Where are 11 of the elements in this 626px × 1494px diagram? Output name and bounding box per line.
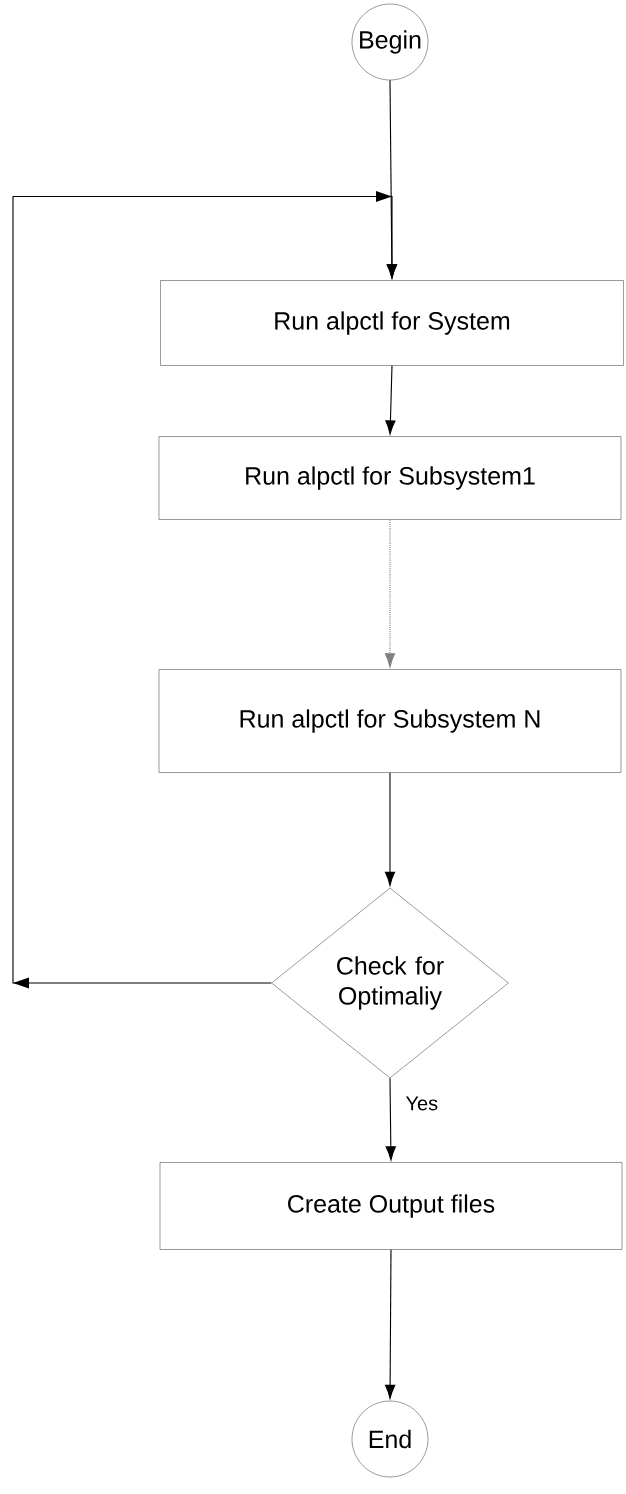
arrow: [384, 519, 396, 668]
process-box: Run alpctl for Subsystem1: [158, 436, 622, 520]
arrow: [385, 1077, 396, 1161]
arrow: [384, 1249, 396, 1399]
edge-label: Yes: [405, 1096, 438, 1111]
process-box: Run alpctl for Subsystem N: [158, 669, 622, 773]
process-box: Run alpctl for System: [160, 280, 624, 366]
loop-arrow: [12, 191, 398, 989]
process-box: Create Output files: [159, 1162, 623, 1250]
arrow: [385, 365, 396, 435]
arrow: [384, 772, 396, 886]
